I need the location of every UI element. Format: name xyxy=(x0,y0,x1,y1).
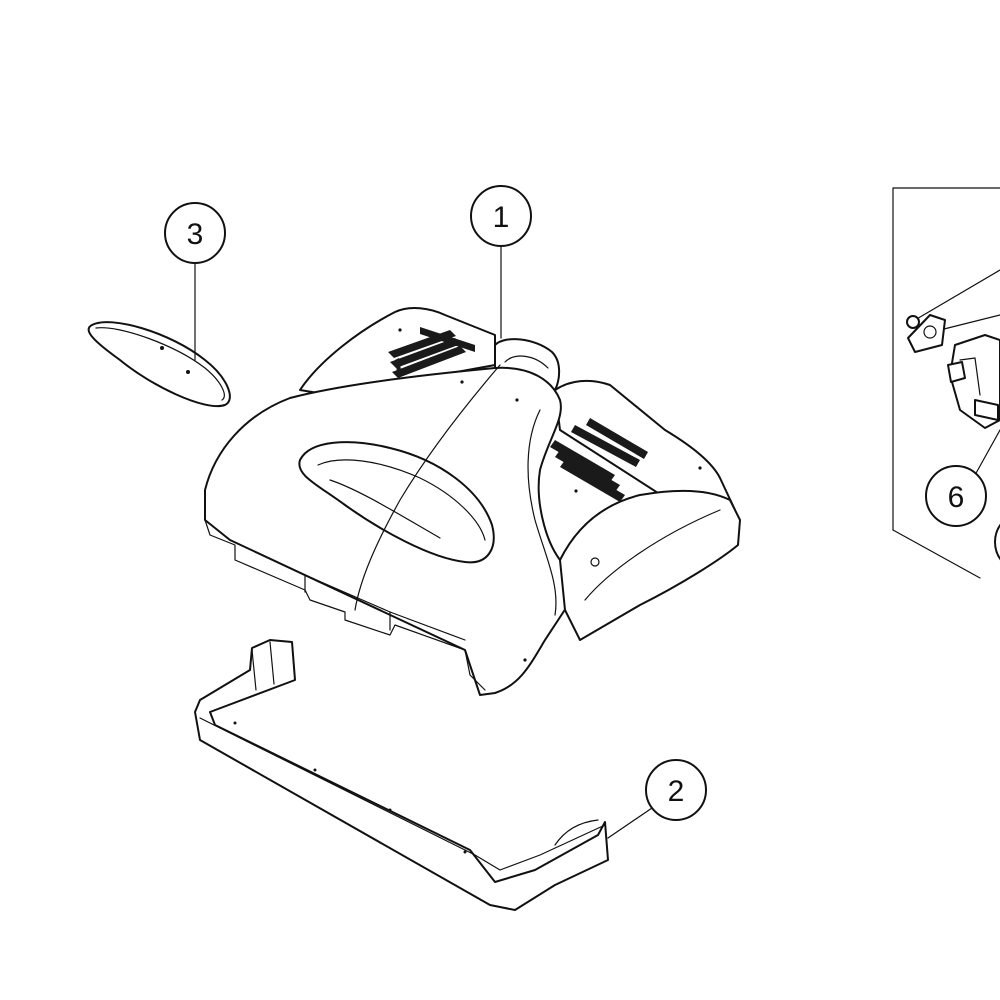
callout-1-label: 1 xyxy=(493,201,510,234)
part-6-motor-detail-inset xyxy=(892,187,1000,579)
part-3-oval-lens xyxy=(87,321,231,408)
callout-6-label: 6 xyxy=(948,481,965,514)
callout-2: 2 xyxy=(607,759,707,839)
part-2-bumper-strip xyxy=(194,639,609,911)
callout-partial-right xyxy=(994,523,1000,561)
left-vent-grille xyxy=(388,327,475,378)
callout-3: 3 xyxy=(164,202,226,361)
part-1-nozzle-housing xyxy=(204,307,741,696)
right-vent-grille xyxy=(550,418,648,502)
callout-1: 1 xyxy=(470,185,532,339)
callout-2-label: 2 xyxy=(668,775,685,808)
callout-6: 6 xyxy=(925,429,1000,527)
callout-3-label: 3 xyxy=(187,218,204,251)
